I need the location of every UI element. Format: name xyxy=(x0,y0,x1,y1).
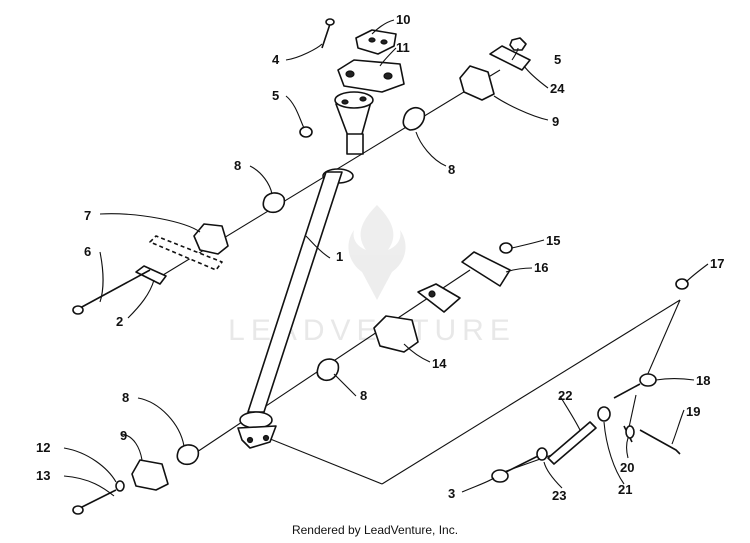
callout-21: 21 xyxy=(618,482,632,497)
callout-12: 12 xyxy=(36,440,50,455)
callout-11: 11 xyxy=(396,40,410,55)
callout-23: 23 xyxy=(552,488,566,503)
support-block xyxy=(193,223,229,255)
bushing-lower-left xyxy=(176,444,200,466)
callout-20: 20 xyxy=(620,460,634,475)
bolt-13 xyxy=(72,489,117,515)
jam-nut-21 xyxy=(597,406,611,422)
rod-end-3 xyxy=(491,455,539,483)
callout-14: 14 xyxy=(432,356,447,371)
callout-5-left: 5 xyxy=(272,88,279,103)
watermark-flame-icon xyxy=(348,205,406,300)
callout-13: 13 xyxy=(36,468,50,483)
bearing-cap-lower xyxy=(131,459,169,491)
leadventure-watermark: LEADVENTURE xyxy=(228,205,510,347)
bolt-20 xyxy=(623,425,635,443)
strap-plate xyxy=(149,235,223,271)
bearing-cap-upper xyxy=(459,65,495,101)
bearing-block-14 xyxy=(373,315,419,353)
callout-9-upper: 9 xyxy=(552,114,559,129)
mounting-plate-16 xyxy=(461,251,511,287)
leader-lines xyxy=(63,19,709,497)
washer-12 xyxy=(115,480,125,492)
callout-24: 24 xyxy=(550,81,565,96)
callout-10: 10 xyxy=(396,12,410,27)
callout-22: 22 xyxy=(558,388,572,403)
jam-nut-23 xyxy=(536,447,548,461)
bolt-4 xyxy=(321,18,335,49)
callout-8-lower-left: 8 xyxy=(122,390,129,405)
washer-plate xyxy=(417,283,461,313)
steering-post xyxy=(237,91,374,449)
clamp-cap-top xyxy=(355,29,397,55)
washer-hole xyxy=(428,290,436,298)
callout-15: 15 xyxy=(546,233,560,248)
callout-2: 2 xyxy=(116,314,123,329)
callout-8-upper-right: 8 xyxy=(448,162,455,177)
bolt-6 xyxy=(72,269,151,315)
bushing-upper-left xyxy=(262,192,286,214)
callout-16: 16 xyxy=(534,260,548,275)
callout-19: 19 xyxy=(686,404,700,419)
callout-17: 17 xyxy=(710,256,724,271)
callout-1: 1 xyxy=(336,249,343,264)
callout-8-lower-middle: 8 xyxy=(360,388,367,403)
nut-left xyxy=(299,126,313,138)
callout-7: 7 xyxy=(84,208,91,223)
backing-plate xyxy=(135,265,167,285)
render-credit: Rendered by LeadVenture, Inc. xyxy=(291,523,459,537)
callout-9-lower: 9 xyxy=(120,428,127,443)
bushing-lower-middle xyxy=(316,358,340,382)
callout-8-upper-left: 8 xyxy=(234,158,241,173)
callout-6: 6 xyxy=(84,244,91,259)
nut-15 xyxy=(499,242,513,254)
callout-5-right: 5 xyxy=(554,52,561,67)
steering-block xyxy=(337,59,405,93)
nut-right xyxy=(509,37,527,51)
callout-3: 3 xyxy=(448,486,455,501)
rod-end-18 xyxy=(613,373,657,399)
cotter-pin-19 xyxy=(639,429,681,455)
tie-rod-22 xyxy=(547,421,597,465)
callout-4: 4 xyxy=(272,52,280,67)
callout-labels: 1 2 3 4 5 5 6 7 8 8 8 8 9 9 10 11 12 13 … xyxy=(36,12,724,503)
bushing-upper-right xyxy=(402,106,426,131)
callout-18: 18 xyxy=(696,373,710,388)
nut-17 xyxy=(675,278,689,290)
bracket-plate-right xyxy=(489,45,531,71)
